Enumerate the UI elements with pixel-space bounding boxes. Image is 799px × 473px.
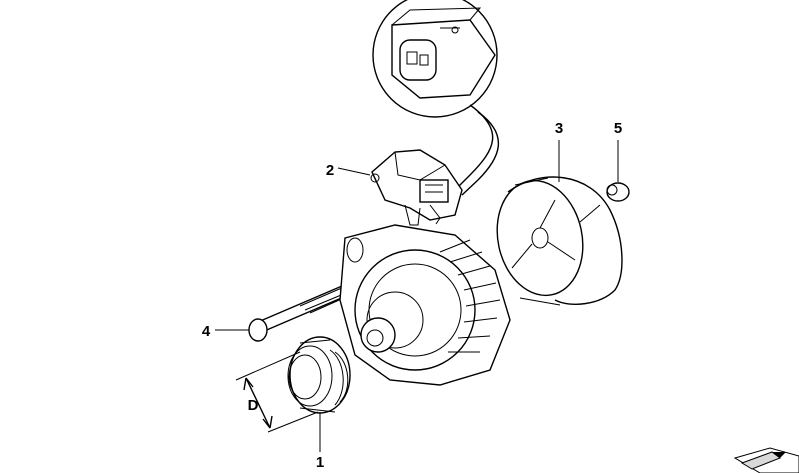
callout-2: 2 <box>326 162 334 179</box>
pulley[interactable] <box>287 336 351 414</box>
callout-5: 5 <box>614 120 622 137</box>
alternator <box>339 224 511 386</box>
through-bolt[interactable] <box>248 285 347 342</box>
connector-detail-callout <box>372 0 499 196</box>
air-shroud[interactable] <box>487 173 623 306</box>
callout-4: 4 <box>202 323 211 340</box>
dimension-d-indicator <box>235 351 319 433</box>
dimension-d-label: D <box>248 397 259 414</box>
callout-1: 1 <box>316 454 324 471</box>
voltage-regulator[interactable] <box>370 149 463 226</box>
nut[interactable] <box>579 182 630 223</box>
callout-3: 3 <box>555 120 563 137</box>
corner-arrow-icon[interactable] <box>733 447 799 473</box>
leader-line-2 <box>337 167 371 176</box>
